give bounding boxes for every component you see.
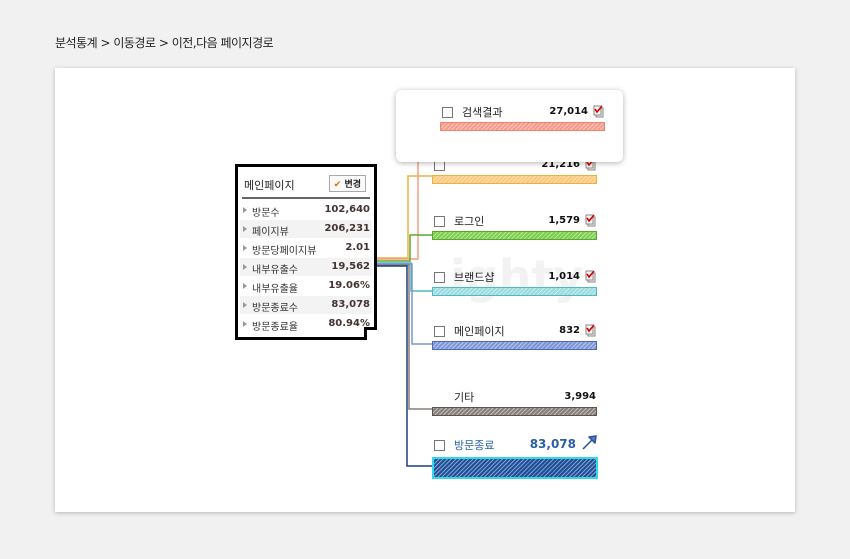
- item-bar[interactable]: [432, 175, 597, 184]
- check-icon: ✔: [333, 180, 342, 190]
- info-row: 방문종료수 83,078: [240, 296, 372, 314]
- info-row: 방문수 102,640: [240, 201, 372, 219]
- item-value: 3,994: [564, 391, 596, 402]
- item-value: 1,014: [548, 271, 580, 282]
- info-row: 방문당페이지뷰 2.01: [240, 239, 372, 257]
- item-label[interactable]: 검색결과: [462, 106, 503, 119]
- report-icon[interactable]: [585, 214, 596, 227]
- item-bar[interactable]: [432, 457, 598, 479]
- item-label[interactable]: 브랜드샵: [454, 271, 495, 284]
- arrow-up-right-icon: [582, 435, 597, 450]
- flow-line: [377, 265, 432, 467]
- flow-line: [377, 263, 432, 345]
- info-row-label: 방문수: [243, 204, 280, 219]
- info-row-value: 19,562: [331, 261, 370, 272]
- info-row: 내부유출수 19,562: [240, 258, 372, 276]
- info-row-value: 206,231: [324, 223, 370, 234]
- item-value: 832: [559, 325, 580, 336]
- corner-fold-icon: [364, 327, 377, 340]
- info-row-label: 방문종료수: [243, 299, 298, 314]
- item-bar[interactable]: [432, 231, 597, 240]
- info-row-value: 19.06%: [328, 280, 370, 291]
- report-icon[interactable]: [585, 324, 596, 337]
- breadcrumb: 분석통계 > 이동경로 > 이전,다음 페이지경로: [55, 36, 274, 50]
- change-button-label: 변경: [344, 180, 361, 190]
- flow-line: [377, 262, 432, 292]
- item-checkbox[interactable]: [434, 440, 445, 451]
- item-bar[interactable]: [432, 341, 597, 350]
- info-row-label: 방문당페이지뷰: [242, 242, 316, 257]
- item-value: 27,014: [549, 106, 588, 117]
- item-bar[interactable]: [432, 287, 597, 296]
- item-label[interactable]: 메인페이지: [454, 325, 505, 338]
- report-icon[interactable]: [585, 270, 596, 283]
- item-label[interactable]: 기타: [454, 391, 475, 404]
- info-title: 메인페이지: [244, 179, 295, 192]
- info-row-label: 페이지뷰: [243, 223, 289, 238]
- divider: [242, 197, 370, 199]
- info-row-value: 2.01: [345, 242, 370, 253]
- item-label[interactable]: 로그인: [454, 215, 485, 228]
- item-checkbox[interactable]: [434, 326, 445, 337]
- flow-line: [377, 234, 432, 262]
- info-row-label: 내부유출수: [243, 261, 298, 276]
- item-value: 1,579: [548, 215, 580, 226]
- item-label[interactable]: 방문종료: [454, 439, 495, 452]
- info-row: 페이지뷰 206,231: [240, 220, 372, 238]
- info-row-label: 방문종료율: [243, 318, 298, 333]
- info-row-value: 102,640: [324, 204, 370, 215]
- item-checkbox[interactable]: [434, 272, 445, 283]
- flow-line: [377, 175, 432, 259]
- item-bar[interactable]: [432, 407, 597, 416]
- info-row: 내부유출율 19.06%: [240, 277, 372, 295]
- item-value: 83,078: [529, 437, 576, 451]
- item-bar[interactable]: [440, 122, 605, 131]
- item-checkbox[interactable]: [434, 216, 445, 227]
- item-checkbox[interactable]: [442, 107, 453, 118]
- info-row-value: 83,078: [331, 299, 370, 310]
- item-value: 21,216: [541, 159, 580, 170]
- flow-line: [377, 264, 432, 410]
- hover-popup: 검색결과 27,014: [396, 90, 623, 162]
- info-row-label: 내부유출율: [243, 280, 298, 295]
- info-row-value: 80.94%: [328, 318, 370, 329]
- page-info-box: 메인페이지 ✔ 변경 방문수 102,640 페이지뷰 206,231 방문당페이지뷰 2…: [235, 164, 377, 340]
- change-button[interactable]: ✔ 변경: [328, 175, 366, 192]
- info-row: 방문종료율 80.94%: [240, 315, 372, 333]
- report-icon[interactable]: [593, 105, 604, 118]
